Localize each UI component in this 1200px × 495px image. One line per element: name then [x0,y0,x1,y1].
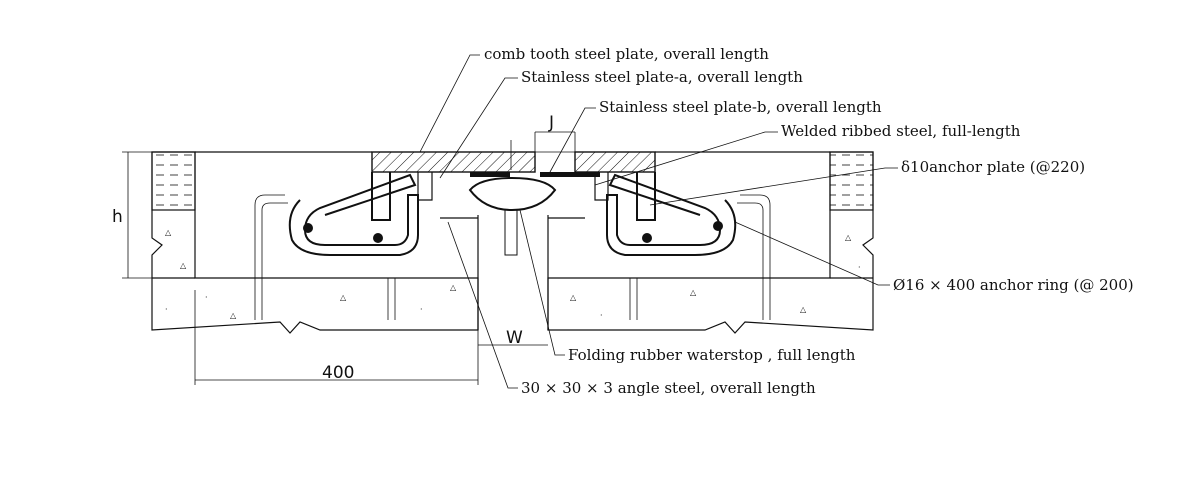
comb-plate-label: comb tooth steel plate, overall length [484,45,769,63]
right-rebar-dot-2 [713,221,723,231]
svg-text:△: △ [230,311,237,320]
svg-text:△: △ [165,228,172,237]
left-rebar-dot-1 [303,223,313,233]
angle-steel-label: 30 × 30 × 3 angle steel, overall length [521,379,816,397]
welded-ribbed-label: Welded ribbed steel, full-length [781,122,1021,140]
dimension-j: J [534,113,576,152]
stainless-plate-a [470,172,510,177]
leader-comb [419,54,480,153]
leader-stainless-b [549,107,596,173]
svg-text:·: · [858,263,861,272]
dimension-400: 400 [194,290,479,385]
comb-plate-right [574,151,656,173]
leader-anchor-plate [649,167,898,206]
width-400-label: 400 [322,363,354,383]
bolt [504,209,518,256]
right-anchor-assembly [594,172,771,320]
svg-text:△: △ [340,293,347,302]
svg-text:△: △ [180,261,187,270]
leader-anchor-ring [734,221,890,286]
left-rebar-dot-2 [373,233,383,243]
leader-waterstop [519,209,565,356]
right-rebar-dot-1 [642,233,652,243]
svg-text:△: △ [845,233,852,242]
svg-text:△: △ [450,283,457,292]
svg-text:·: · [165,305,168,314]
left-anchor-assembly [254,172,433,320]
rubber-waterstop [468,176,557,212]
left-concrete-block [151,151,479,334]
leader-angle [447,221,518,389]
dimension-h: h [112,151,152,279]
stainless-plate-b [540,172,600,177]
h-label: h [112,207,123,227]
svg-text:·: · [420,305,423,314]
w-label: W [506,328,523,348]
svg-text:·: · [205,293,208,302]
leader-stainless-a [439,77,518,179]
anchor-ring-label: Ø16 × 400 anchor ring (@ 200) [893,276,1134,294]
concrete-aggregate-marks: △ △ · △ △ · △ △ · △ △ △ · · [165,228,861,320]
svg-text:△: △ [570,293,577,302]
stainless-a-label: Stainless steel plate-a, overall length [521,68,803,86]
leader-lines [419,54,898,389]
stainless-b-label: Stainless steel plate-b, overall length [599,98,882,116]
dimension-w: W [478,328,548,348]
svg-text:△: △ [690,288,697,297]
svg-text:△: △ [800,305,807,314]
waterstop-label: Folding rubber waterstop , full length [568,346,856,364]
right-pavement-layer [829,151,874,211]
j-label: J [548,113,554,133]
leader-welded [594,131,778,186]
anchor-plate-label: δ10anchor plate (@220) [901,158,1085,176]
svg-text:·: · [600,311,603,320]
right-concrete-block [547,151,874,334]
left-pavement-layer [151,151,196,211]
comb-plate-left [371,151,536,173]
